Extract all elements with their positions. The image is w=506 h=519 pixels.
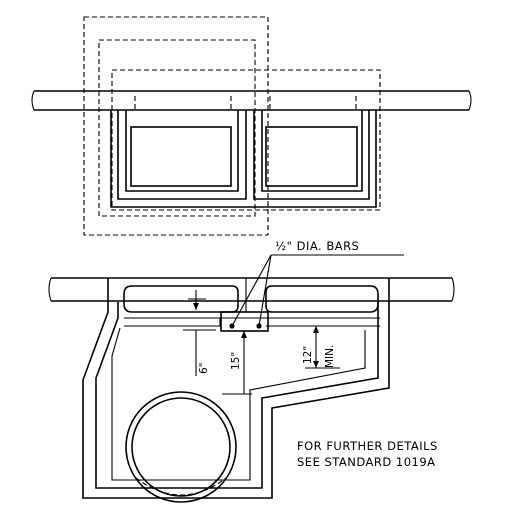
- section-pipe-right-break: [451, 277, 455, 302]
- plan-structure-outline: [110, 110, 377, 208]
- dim-12-arrow-bottom: [313, 361, 319, 368]
- plan-pipe-left-break: [31, 90, 35, 111]
- plan-outer-dashed-outline: [83, 16, 269, 236]
- dim-12-min-suffix: MIN.: [324, 345, 336, 368]
- dim-15-arrow-top: [241, 331, 247, 338]
- plan-right-box-inner: [261, 110, 363, 192]
- section-inner-wall: [124, 318, 221, 327]
- section-left-slab-opening: [123, 285, 239, 313]
- plan-right-box-outer: [253, 110, 370, 200]
- bars-leader-line: [258, 254, 272, 327]
- section-pipe-outer-circle: [125, 391, 237, 503]
- note-line-2: SEE STANDARD 1019A: [297, 455, 436, 469]
- section-view: [48, 254, 455, 503]
- dim-12-arrow-top: [313, 326, 319, 333]
- section-outer-outline: [82, 278, 390, 499]
- note-line-1: FOR FURTHER DETAILS: [297, 439, 438, 453]
- dim-6-arrow: [193, 303, 199, 310]
- plan-left-box-inner: [125, 110, 239, 192]
- plan-left-opening: [130, 126, 232, 187]
- section-pipe-left-break: [48, 277, 52, 302]
- section-inner-outline: [95, 302, 379, 489]
- plan-left-box-outer: [117, 110, 247, 200]
- plan-right-dashed-outline: [111, 69, 381, 211]
- bars-leader-line: [231, 254, 272, 327]
- section-pipe-inner-circle: [131, 397, 231, 497]
- plan-pipe-right-break: [468, 90, 472, 111]
- dim-6-label: 6": [198, 362, 210, 374]
- section-pipe-dashed-bottom: [135, 477, 227, 496]
- section-inner-step: [111, 327, 366, 481]
- dim-15-label: 15": [230, 352, 242, 370]
- plan-middle-dashed-outline: [98, 39, 256, 217]
- plan-right-opening: [265, 126, 358, 187]
- dim-12-min-label: 12": [302, 346, 314, 364]
- plan-view: [31, 16, 472, 236]
- bars-label: ½" DIA. BARS: [275, 239, 359, 253]
- section-right-slab-opening: [265, 285, 379, 313]
